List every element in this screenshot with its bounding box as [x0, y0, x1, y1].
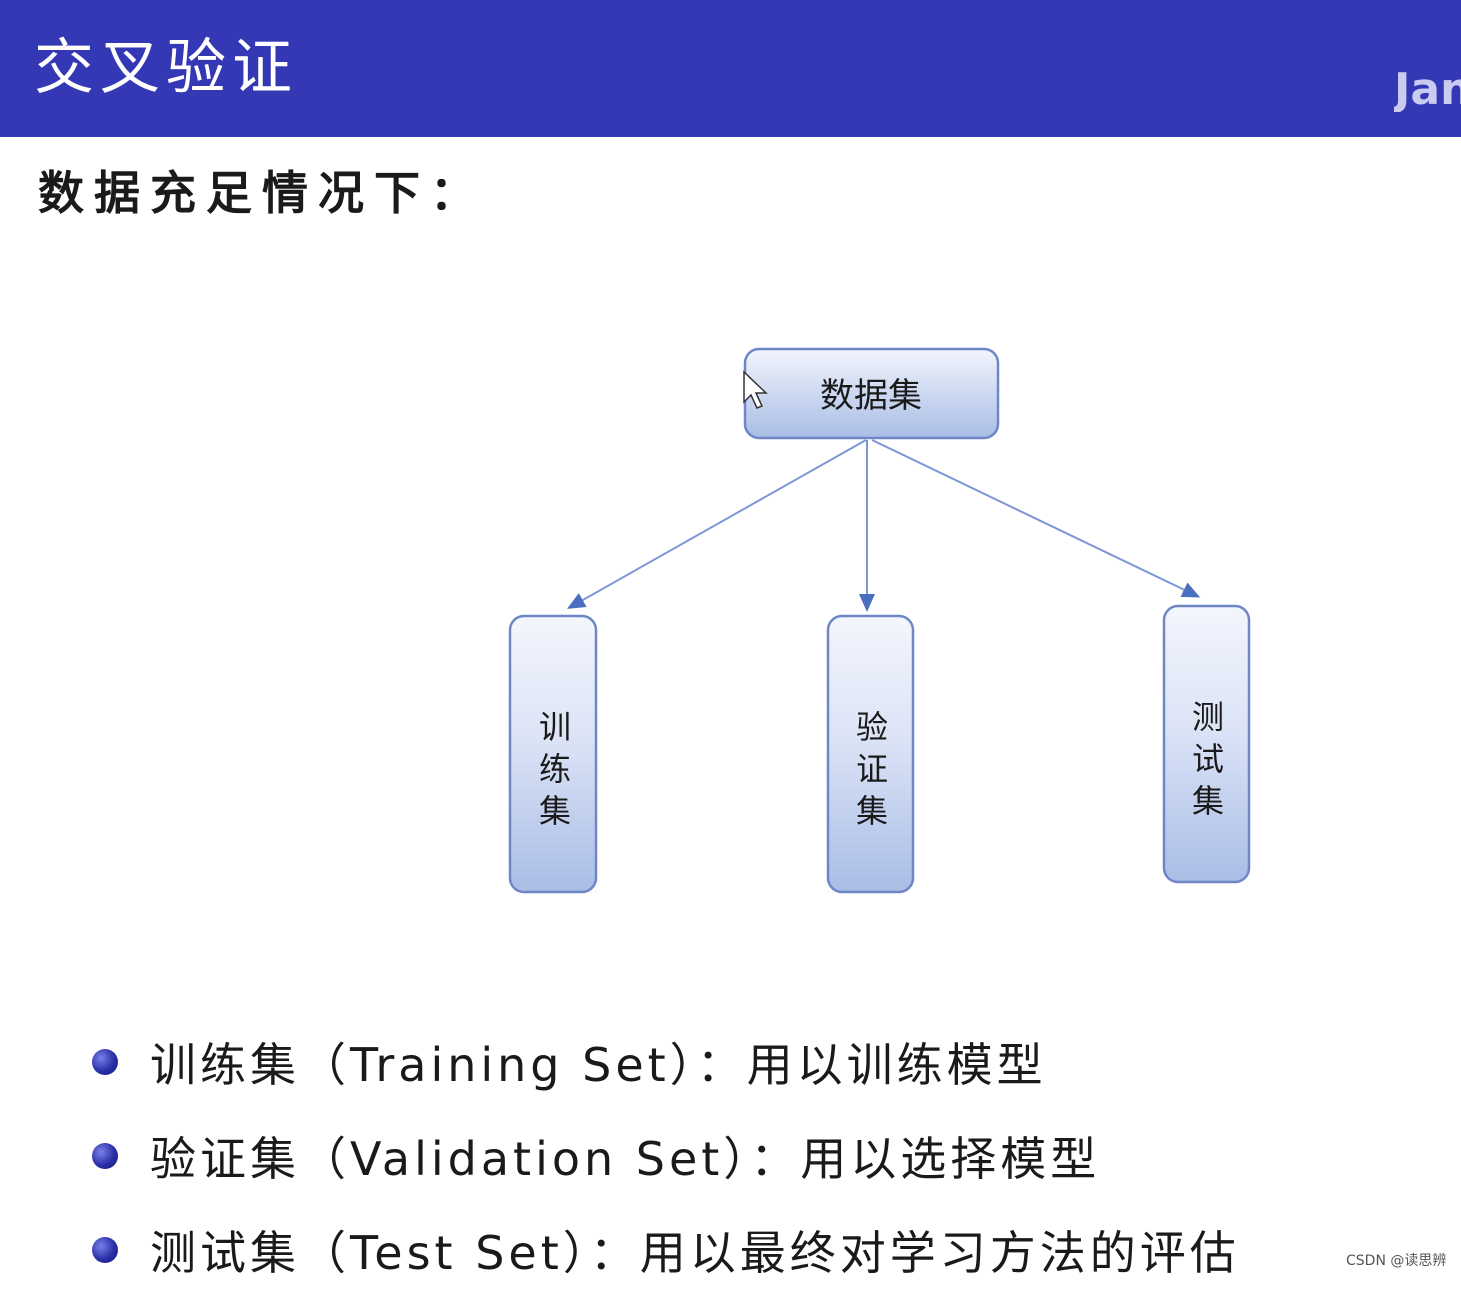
- author-name-fragment: Jan: [1394, 68, 1461, 112]
- section-subtitle: 数据充足情况下：: [38, 166, 486, 220]
- bullet-text: 测试集（Test Set）：用以最终对学习方法的评估: [150, 1226, 1240, 1280]
- node-test-set: 测试集: [1162, 604, 1251, 884]
- bullet-dot-icon: [92, 1049, 118, 1075]
- list-item: 测试集（Test Set）：用以最终对学习方法的评估: [92, 1203, 1240, 1297]
- bullet-dot-icon: [92, 1237, 118, 1263]
- node-validation-set: 验证集: [826, 614, 915, 894]
- watermark: CSDN @读思辨: [1346, 1253, 1447, 1269]
- slide-header: 交叉验证 Jan: [0, 0, 1461, 137]
- list-item: 验证集（Validation Set）：用以选择模型: [92, 1109, 1240, 1203]
- node-test-set-label: 测试集: [1187, 700, 1225, 826]
- connector-to-training: [567, 439, 867, 609]
- node-dataset: 数据集: [743, 347, 1000, 440]
- node-training-set: 训练集: [508, 614, 598, 894]
- connector-to-test: [871, 439, 1201, 598]
- slide-title: 交叉验证: [34, 33, 298, 103]
- node-validation-set-label: 验证集: [851, 710, 889, 836]
- bullet-text: 训练集（Training Set）：用以训练模型: [150, 1038, 1047, 1092]
- bullet-dot-icon: [92, 1143, 118, 1169]
- bullet-text: 验证集（Validation Set）：用以选择模型: [150, 1132, 1101, 1186]
- definition-list: 训练集（Training Set）：用以训练模型 验证集（Validation …: [92, 1015, 1240, 1297]
- list-item: 训练集（Training Set）：用以训练模型: [92, 1015, 1240, 1109]
- node-dataset-label: 数据集: [820, 376, 922, 416]
- mouse-cursor-icon: [743, 370, 768, 409]
- node-training-set-label: 训练集: [534, 710, 572, 836]
